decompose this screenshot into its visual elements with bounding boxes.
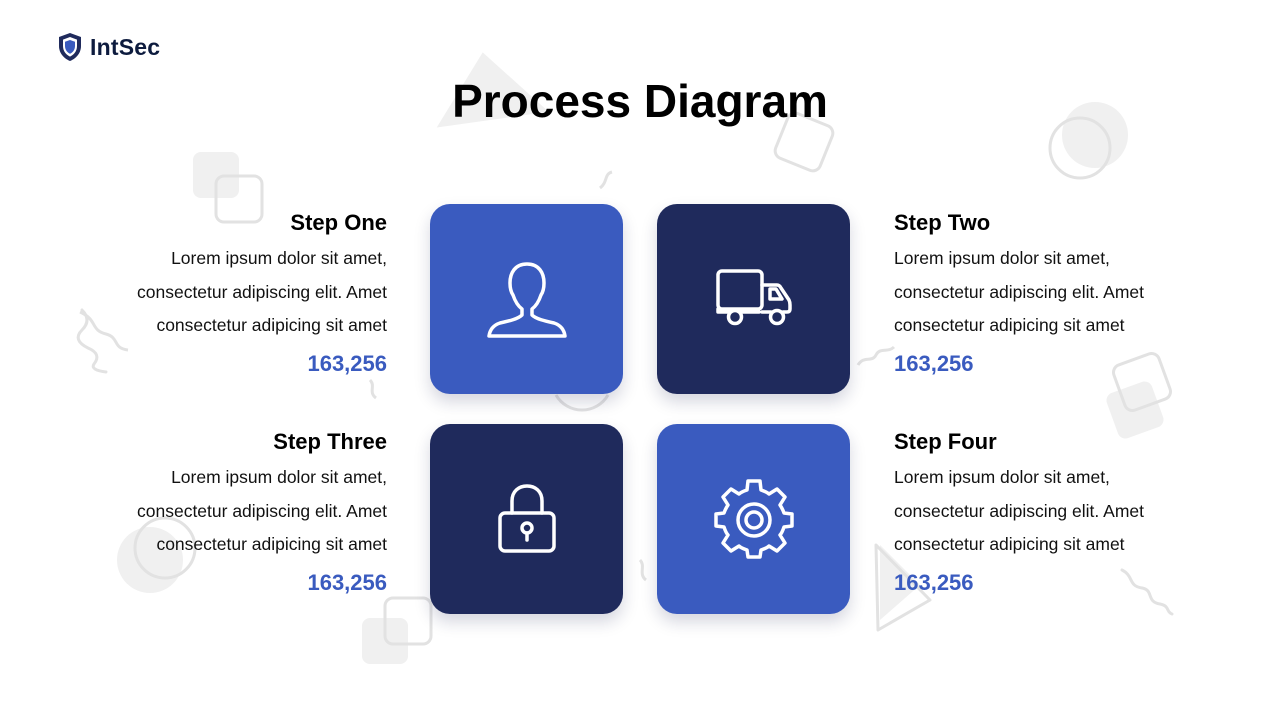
- step-two-title: Step Two: [894, 210, 991, 235]
- step-three-title: Step Three: [273, 429, 387, 454]
- step-one: Step One Lorem ipsum dolor sit amet, cons…: [97, 208, 387, 379]
- step-three-tile: [430, 424, 623, 614]
- shield-icon: [59, 33, 81, 61]
- step-two-tile: [657, 204, 850, 394]
- step-two-value: 163,256: [894, 350, 974, 376]
- page-title: Process Diagram: [452, 75, 828, 127]
- step-one-description: Lorem ipsum dolor sit amet, consectetur a…: [97, 242, 387, 343]
- description-line: consectetur adipiscing elit. Amet: [894, 281, 1144, 302]
- user-icon: [486, 262, 567, 338]
- lock-icon: [497, 484, 556, 553]
- step-one-value: 163,256: [307, 350, 387, 376]
- description-line: consectetur adipicing sit amet: [894, 315, 1125, 335]
- brand-name: IntSec: [90, 33, 161, 60]
- step-one-tile: [430, 204, 623, 394]
- description-line: Lorem ipsum dolor sit amet,: [894, 248, 1110, 268]
- description-line: consectetur adipiscing elit. Amet: [137, 500, 387, 521]
- step-four: Step Four Lorem ipsum dolor sit amet, con…: [894, 427, 1184, 598]
- step-four-description: Lorem ipsum dolor sit amet, consectetur a…: [894, 461, 1184, 562]
- description-line: consectetur adipicing sit amet: [156, 534, 387, 554]
- step-three-description: Lorem ipsum dolor sit amet, consectetur a…: [97, 461, 387, 562]
- step-three-value: 163,256: [307, 569, 387, 595]
- description-line: Lorem ipsum dolor sit amet,: [894, 467, 1110, 487]
- description-line: Lorem ipsum dolor sit amet,: [171, 467, 387, 487]
- brand-logo: IntSec: [58, 32, 160, 62]
- step-two: Step Two Lorem ipsum dolor sit amet, cons…: [894, 208, 1184, 379]
- truck-icon: [715, 269, 792, 326]
- description-line: consectetur adipiscing elit. Amet: [894, 500, 1144, 521]
- step-four-value: 163,256: [894, 569, 974, 595]
- step-four-title: Step Four: [894, 429, 997, 454]
- description-line: consectetur adipicing sit amet: [894, 534, 1125, 554]
- step-two-description: Lorem ipsum dolor sit amet, consectetur a…: [894, 242, 1184, 343]
- description-line: consectetur adipiscing elit. Amet: [137, 281, 387, 302]
- step-four-tile: [657, 424, 850, 614]
- gear-icon: [713, 479, 794, 559]
- step-three: Step Three Lorem ipsum dolor sit amet, co…: [97, 427, 387, 598]
- step-one-title: Step One: [290, 210, 387, 235]
- description-line: Lorem ipsum dolor sit amet,: [171, 248, 387, 268]
- description-line: consectetur adipicing sit amet: [156, 315, 387, 335]
